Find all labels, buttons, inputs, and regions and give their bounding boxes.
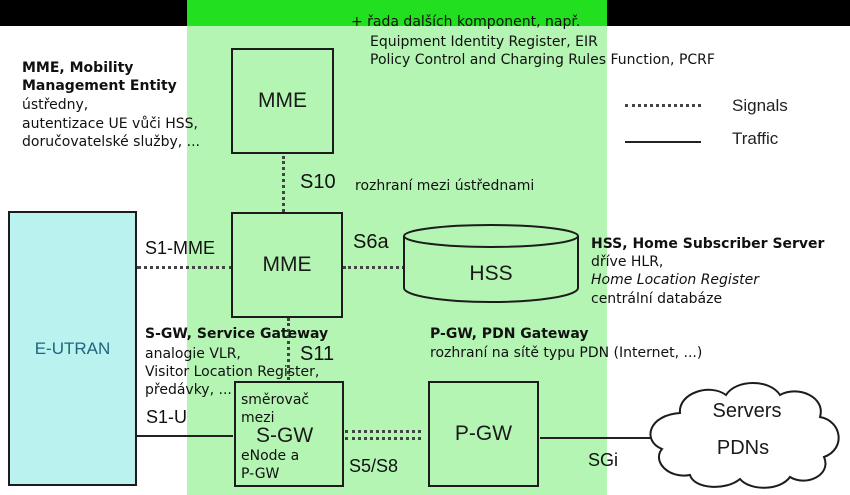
s5-s8-label: S5/S8 [349, 456, 399, 476]
top-note-line3: Policy Control and Charging Rules Functi… [370, 52, 715, 68]
mme-top-box: MME [231, 48, 334, 154]
eutran-label: E-UTRAN [34, 338, 111, 358]
s5-s8-signal-line-1 [345, 430, 421, 433]
hss-label: HSS [469, 262, 512, 285]
sgw-note-line2: Visitor Location Register, [145, 364, 320, 380]
sgw-note-line3: předávky, ... [145, 382, 232, 398]
s1-mme-signal-line [137, 266, 233, 269]
pgw-note-title: P-GW, PDN Gateway [430, 326, 589, 342]
s1-mme-label: S1-MME [145, 238, 216, 258]
sgi-traffic-line [540, 437, 655, 439]
top-green-banner [187, 0, 607, 26]
s10-label: S10 [300, 171, 336, 193]
s10-description: rozhraní mezi ústřednami [355, 178, 535, 194]
router-note-line4: P-GW [241, 466, 280, 482]
pgw-note-line1: rozhraní na sítě typu PDN (Internet, ...… [430, 345, 703, 361]
s1-u-traffic-line [137, 435, 233, 437]
mme-top-label: MME [258, 89, 307, 112]
legend-signals-line [625, 104, 701, 107]
sgi-label: SGi [588, 450, 619, 470]
mme-note-line1: ústředny, [22, 97, 89, 113]
pgw-label: P-GW [454, 422, 513, 445]
s10-signal-line [282, 156, 285, 212]
mme-note-line2: autentizace UE vůči HSS, [22, 116, 198, 132]
s11-label: S11 [300, 343, 335, 365]
hss-note-title: HSS, Home Subscriber Server [591, 236, 825, 252]
s6a-label: S6a [353, 231, 389, 253]
top-note-line2: Equipment Identity Register, EIR [370, 34, 598, 50]
router-note-line3: eNode a [241, 448, 300, 464]
servers-label: Servers [713, 400, 782, 422]
s6a-signal-line [343, 266, 405, 269]
s1-u-label: S1-U [146, 407, 188, 427]
legend-traffic-line [625, 141, 701, 143]
mme-note-title2: Management Entity [22, 78, 177, 94]
router-note-line1: směrovač [241, 392, 310, 408]
hss-note-line2: Home Location Register [591, 272, 759, 288]
mme-note-line3: doručovatelské služby, ... [22, 134, 200, 150]
servers-cloud: Servers PDNs [649, 382, 840, 489]
legend-traffic-label: Traffic [732, 129, 779, 148]
pgw-box: P-GW [428, 381, 539, 487]
hss-note-line3: centrální databáze [591, 291, 723, 307]
s5-s8-signal-line-2 [345, 437, 421, 440]
legend-signals-label: Signals [732, 96, 788, 115]
mme-note-title1: MME, Mobility [22, 60, 134, 76]
s11-signal-line [287, 318, 290, 380]
top-note-line1: + řada dalších komponent, např. [351, 14, 581, 30]
mme-label: MME [262, 253, 312, 276]
sgw-note-line1: analogie VLR, [145, 346, 241, 362]
sgw-label: S-GW [256, 424, 314, 447]
router-note-line2: mezi [241, 410, 275, 426]
pdns-label: PDNs [717, 437, 769, 459]
hss-cylinder: HSS [403, 224, 579, 303]
mme-box: MME [231, 212, 343, 318]
sgw-box: S-GW [234, 381, 344, 487]
hss-note-line1: dříve HLR, [591, 254, 664, 270]
sgw-note-title: S-GW, Service Gateway [145, 326, 329, 342]
eutran-box: E-UTRAN [8, 211, 137, 486]
